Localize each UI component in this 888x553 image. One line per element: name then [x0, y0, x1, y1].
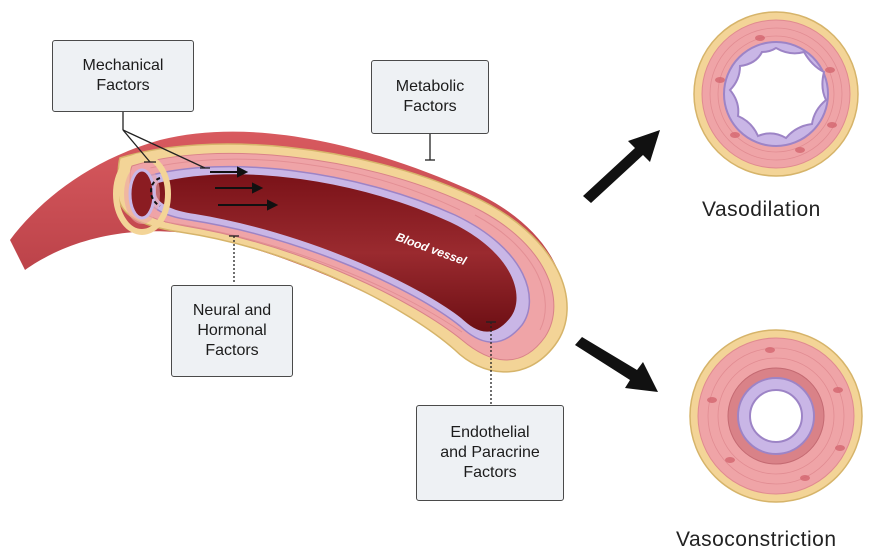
neural-hormonal-factors-label: Neural and Hormonal Factors [171, 285, 293, 377]
vasoconstriction-cross-section [690, 330, 862, 502]
mechanical-factors-label: Mechanical Factors [52, 40, 194, 112]
endothelial-paracrine-factors-label: Endothelial and Paracrine Factors [416, 405, 564, 501]
vasodilation-cross-section [694, 12, 858, 176]
metabolic-factors-label: Metabolic Factors [371, 60, 489, 134]
outcome-arrows [575, 130, 660, 392]
arrow-up-right [583, 130, 660, 203]
vasoconstriction-label: Vasoconstriction [676, 528, 837, 552]
vasodilation-label: Vasodilation [702, 198, 821, 222]
arrow-down-right [575, 337, 658, 392]
